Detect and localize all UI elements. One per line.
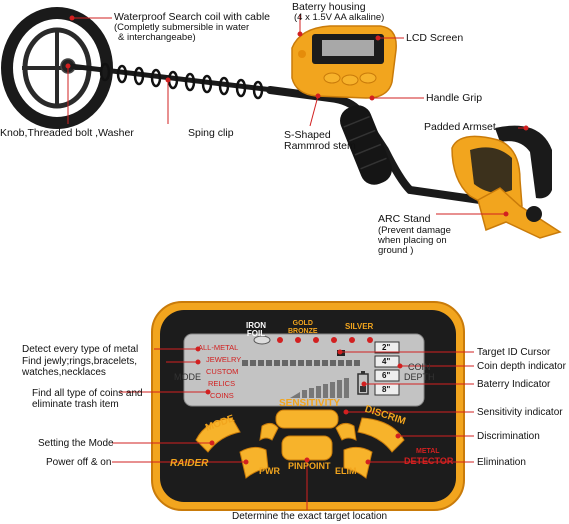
coins-label-2: eliminate trash item xyxy=(32,399,119,410)
brand-logo: RAIDER xyxy=(170,458,209,469)
control-box xyxy=(291,25,397,99)
battery-indicator-label: Baterry Indicator xyxy=(477,379,551,390)
mode-coins: COINS xyxy=(210,391,234,400)
mode-jewelry: JEWELRY xyxy=(206,355,242,364)
coil-sub-1: (Completly submersible in water xyxy=(114,22,250,33)
elimination-label: Elimination xyxy=(477,457,526,468)
coil-label: Waterproof Search coil with cable xyxy=(114,11,271,23)
depth-6: 6" xyxy=(382,371,391,380)
arc-stand xyxy=(477,187,562,239)
target-cursor-label: Target ID Cursor xyxy=(477,347,551,358)
mode-relics: RELICS xyxy=(208,379,236,388)
pinpoint-text: PINPOINT xyxy=(288,461,331,471)
mode-all-metal: ALL-METAL xyxy=(198,343,239,352)
arc-stand-sub-2: when placing on xyxy=(378,235,447,246)
handle-grip-label: Handle Grip xyxy=(426,92,483,104)
mode-custom: CUSTOM xyxy=(206,367,239,376)
pwr-text: PWR xyxy=(259,466,280,476)
discrim-button xyxy=(357,417,405,453)
arc-stand-label: ARC Stand xyxy=(378,213,431,225)
spring-cable xyxy=(69,62,291,100)
armset-label: Padded Armset xyxy=(424,121,496,133)
lcd-screen-label: LCD Screen xyxy=(406,32,464,44)
discrimination-label: Discrimination xyxy=(477,431,540,442)
depth-2: 2" xyxy=(382,343,391,352)
power-label: Power off & on xyxy=(46,457,112,468)
mode-lcd-label: MODE xyxy=(174,372,201,382)
arc-stand-sub-1: (Prevent damage xyxy=(378,225,451,236)
jewelry-label-1: Find jewly;rings,bracelets, xyxy=(22,356,138,367)
sensitivity-button xyxy=(275,409,339,429)
sensitivity-indicator-label: Sensitivity indicator xyxy=(477,407,563,418)
detector-text: DETECTOR xyxy=(404,456,454,466)
knob-label: Knob,Threaded bolt ,Washer xyxy=(0,127,134,139)
detect-all-label: Detect every type of metal xyxy=(22,344,139,355)
sensitivity-text: SENSITIVITY xyxy=(279,398,341,409)
setting-mode-label: Setting the Mode xyxy=(38,438,114,449)
battery-housing-sub: (4 x 1.5V AA alkaline) xyxy=(294,12,385,23)
depth-4: 4" xyxy=(382,357,391,366)
metal-text: METAL xyxy=(416,448,440,455)
pinpoint-label: Determine the exact target location xyxy=(232,511,388,522)
handle-grip xyxy=(340,105,392,185)
depth-8: 8" xyxy=(382,385,391,394)
coins-label-1: Find all type of coins and xyxy=(32,388,143,399)
battery-housing-label: Baterry housing xyxy=(292,1,366,13)
elim-button xyxy=(343,446,373,479)
elim-text: ELIM xyxy=(335,466,357,476)
spring-clip-label: Sping clip xyxy=(188,127,234,139)
coil-sub-2: & interchangeabe) xyxy=(118,32,196,43)
srod-label-1: S-Shaped xyxy=(284,129,331,141)
coin-depth-label: Coin depth indicator xyxy=(477,361,566,372)
pinpoint-button xyxy=(281,435,333,461)
silver-label: SILVER xyxy=(345,322,374,331)
jewelry-label-2: watches,necklaces xyxy=(22,367,106,378)
iron-foil-icon xyxy=(253,335,271,345)
arc-stand-sub-3: ground ) xyxy=(378,245,414,256)
srod-label-2: Rammrod stem xyxy=(284,140,356,152)
arm-cuff xyxy=(451,125,562,239)
pwr-button xyxy=(239,446,269,479)
